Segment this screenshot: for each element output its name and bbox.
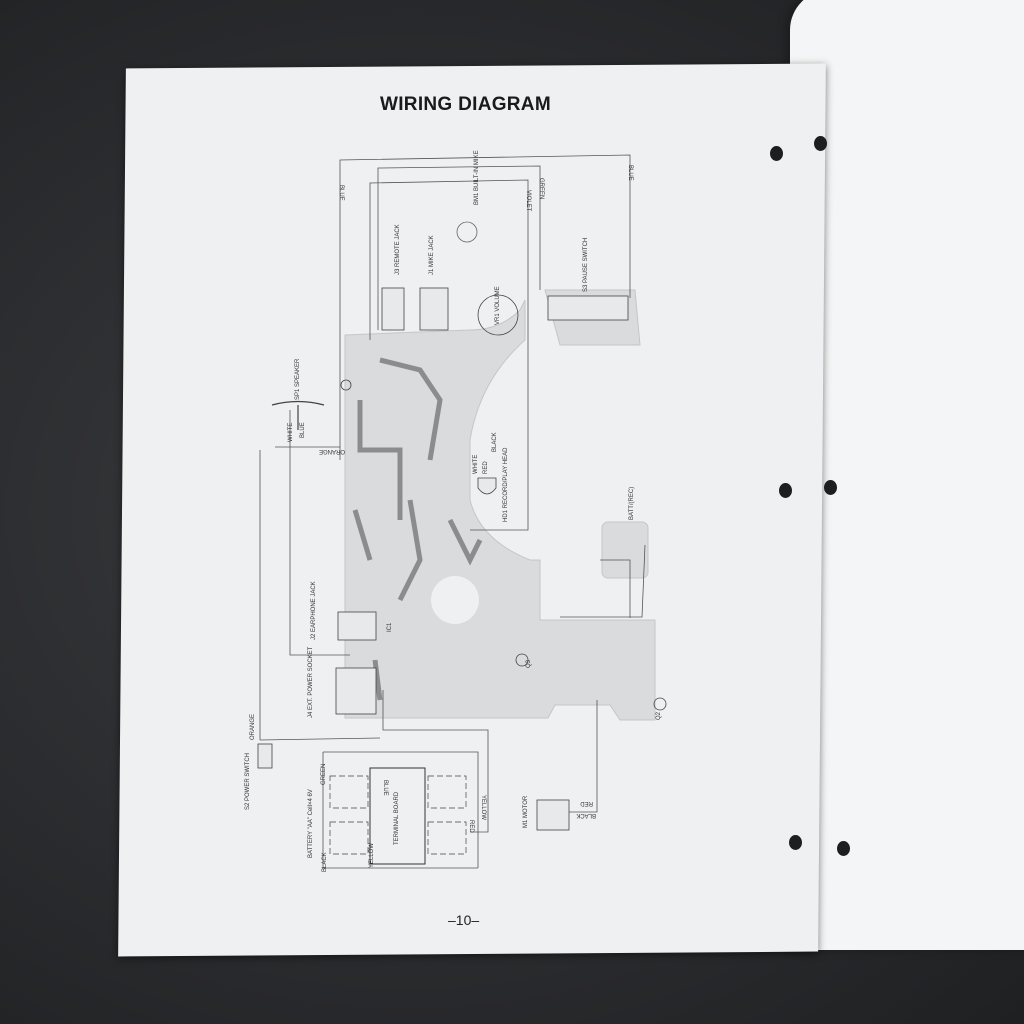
wire-label: WHITE: [288, 423, 294, 442]
punch-hole: [770, 146, 783, 161]
j3-label: J3 REMOTE JACK: [395, 224, 401, 275]
ic1-label: IC1: [387, 622, 393, 632]
diagram-labels: BLUE GREEN VIOLET BLUE BM1 BUILT-IN MIKE…: [245, 150, 662, 872]
j2-label: J2 EARPHONE JACK: [311, 581, 317, 640]
wire-label: BLACK: [322, 852, 328, 872]
wire-label: BLUE: [300, 422, 306, 438]
jacks: [335, 287, 629, 715]
page-number: –10–: [448, 912, 480, 928]
hd1-label: HD1 RECORD/PLAY HEAD: [503, 447, 509, 522]
wires: [259, 154, 646, 869]
wire-label: ORANGE: [250, 714, 256, 740]
wire-label: BLACK: [492, 432, 498, 452]
wire-label: BLUE: [338, 185, 344, 201]
transistor-icon: [340, 379, 352, 391]
sp1-label: SP1 SPEAKER: [295, 358, 301, 400]
transistor-q2-icon: [653, 697, 667, 711]
battery-cells: [329, 775, 467, 855]
punch-hole: [779, 483, 792, 498]
vr1-label: VR1 VOLUME: [495, 286, 501, 325]
punch-hole: [814, 136, 827, 151]
wire-label: BLACK: [576, 812, 596, 818]
remote-jack: [381, 287, 405, 331]
terminal-board-label: TERMINAL BOARD: [394, 791, 400, 845]
batt-rec-label: BATT/(REC): [629, 487, 635, 520]
m1-label: M1 MOTOR: [523, 795, 529, 828]
j4-label: J4 EXT. POWER SOCKET: [308, 646, 314, 718]
terminal-board: [369, 767, 426, 865]
wire-label: RED: [580, 800, 593, 806]
earphone-jack: [337, 611, 377, 641]
pcb-cutout: [431, 576, 479, 624]
wire-label: BLUE: [627, 165, 633, 181]
pcb-traces: [352, 357, 483, 701]
wire-label: RED: [483, 461, 489, 474]
q2-label: Q2: [656, 711, 662, 720]
s3-label: S3 PAUSE SWITCH: [583, 238, 589, 292]
motor-icon: [536, 799, 570, 831]
transistor-q3-icon: [515, 653, 529, 667]
wire-label: WHITE: [473, 455, 479, 474]
mike-jack: [419, 287, 449, 331]
page-title: WIRING DIAGRAM: [380, 94, 551, 115]
wire-label: ORANGE: [319, 448, 345, 454]
wire-label: GREEN: [321, 764, 327, 785]
j1-label: J1 MIKE JACK: [429, 235, 435, 275]
record-play-head-icon: [477, 477, 497, 495]
wire-label: VIOLET: [525, 190, 531, 212]
microphone-icon: [456, 221, 478, 243]
pcb-board: [344, 289, 656, 721]
punch-hole: [837, 841, 850, 856]
wire-label: YELLOW: [480, 795, 486, 820]
wire-label: GREEN: [538, 178, 544, 199]
power-switch-icon: [257, 743, 273, 769]
pause-switch: [547, 295, 629, 321]
punch-hole: [789, 835, 802, 850]
battery-label: BATTERY "AA" Cell×4 6V: [308, 789, 314, 858]
speaker-icon: [271, 400, 325, 430]
right-page: [790, 0, 1024, 950]
q3-label: Q3: [526, 659, 532, 668]
punch-hole: [824, 480, 837, 495]
wire-label: RED: [468, 820, 474, 833]
bm1-label: BM1 BUILT-IN MIKE: [474, 150, 480, 205]
ext-power-socket: [335, 667, 377, 715]
wire-label: BLUE: [382, 780, 388, 796]
volume-icon: [477, 294, 519, 336]
s2-label: S2 POWER SWITCH: [245, 753, 251, 810]
wire-label: YELLOW: [369, 843, 375, 868]
